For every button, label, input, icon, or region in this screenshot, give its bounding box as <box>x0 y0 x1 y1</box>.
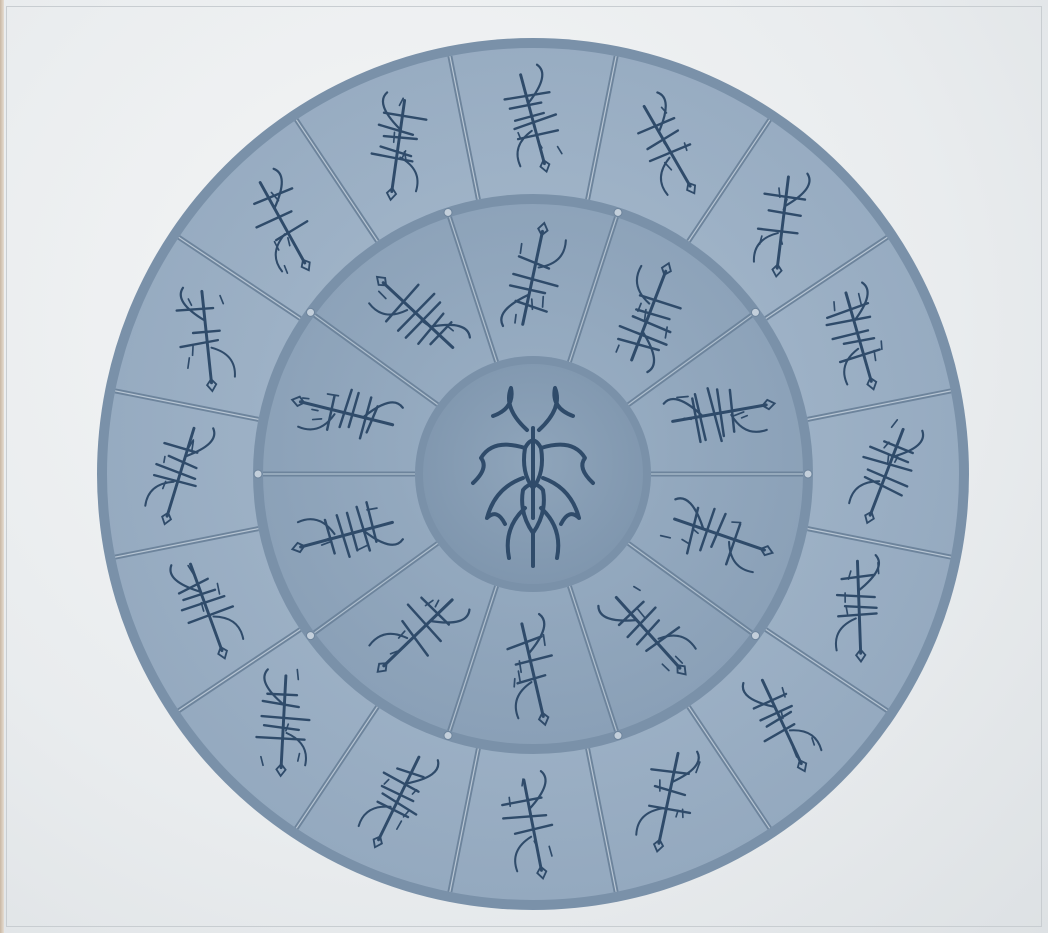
ring-node <box>751 308 759 316</box>
ring-node <box>751 632 759 640</box>
ring-node <box>804 470 812 478</box>
ring-node <box>254 470 262 478</box>
ring-node <box>444 208 452 216</box>
glyph-tick <box>846 607 847 613</box>
glyph-tick <box>878 563 879 574</box>
ring-node <box>307 308 315 316</box>
ring-node <box>307 632 315 640</box>
ring-node <box>444 732 452 740</box>
glyph-tick <box>845 593 846 602</box>
ring-node <box>614 208 622 216</box>
ring-node <box>614 732 622 740</box>
